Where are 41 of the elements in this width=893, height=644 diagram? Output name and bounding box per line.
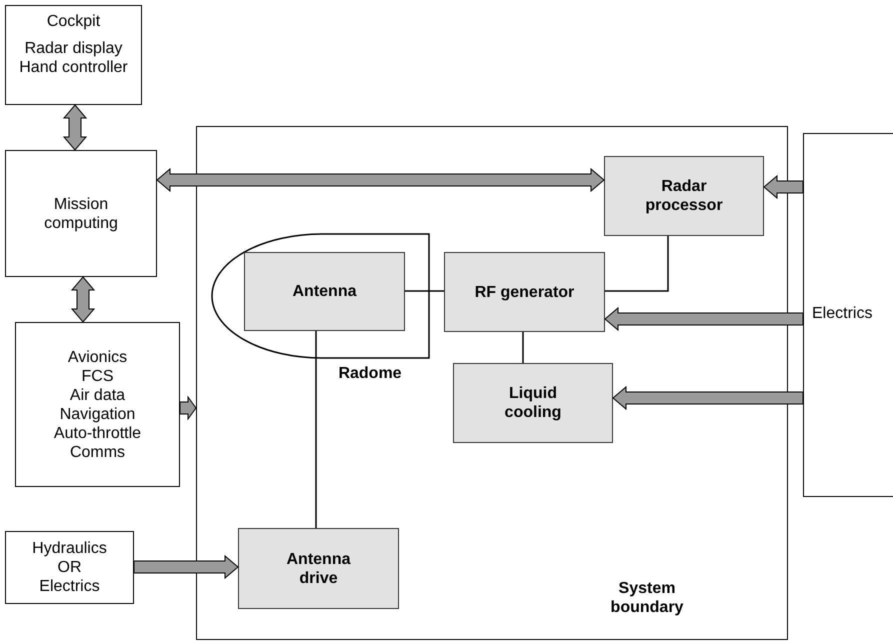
component-box (444, 252, 605, 332)
system-box (5, 5, 142, 105)
system-box (5, 531, 134, 604)
system-box (5, 150, 157, 277)
box-label: Cockpit (46, 12, 100, 31)
box-item: Auto-throttle (54, 424, 142, 442)
box-label: Electrics (812, 304, 874, 323)
block-arrow (134, 554, 239, 580)
box-item: Navigation (60, 404, 136, 424)
group-label: System boundary (610, 579, 684, 617)
box-label: RF generator (474, 282, 574, 302)
box-label: Liquid cooling (504, 384, 562, 422)
system-box (15, 322, 180, 487)
component-box (453, 363, 613, 443)
supply-box (803, 133, 893, 497)
connector-line (315, 331, 317, 528)
double-block-arrow (70, 276, 96, 323)
box-item: Air data (70, 386, 126, 404)
double-block-arrow (156, 168, 605, 192)
block-arrow (763, 174, 804, 200)
block-arrow (612, 386, 804, 410)
block-arrow (604, 306, 804, 332)
connector-line (405, 290, 444, 292)
group-label: Radome (337, 364, 403, 383)
box-label: Antenna drive (286, 550, 352, 588)
system-boundary (196, 126, 788, 640)
connector-line (605, 236, 669, 292)
connector-line (522, 332, 524, 363)
component-box (244, 252, 405, 331)
block-arrow (180, 395, 197, 421)
box-item: FCS (82, 366, 114, 386)
box-label: Antenna (292, 282, 356, 301)
box-label: Mission computing (43, 194, 119, 232)
component-box (604, 156, 764, 236)
box-item: Radar display Hand controller (18, 39, 129, 77)
double-block-arrow (62, 104, 88, 151)
box-label: Avionics (68, 348, 128, 366)
box-item: Comms (70, 442, 126, 462)
box-label: Hydraulics OR Electrics (31, 539, 108, 596)
box-label: Radar processor (644, 177, 724, 215)
component-box (238, 528, 399, 609)
